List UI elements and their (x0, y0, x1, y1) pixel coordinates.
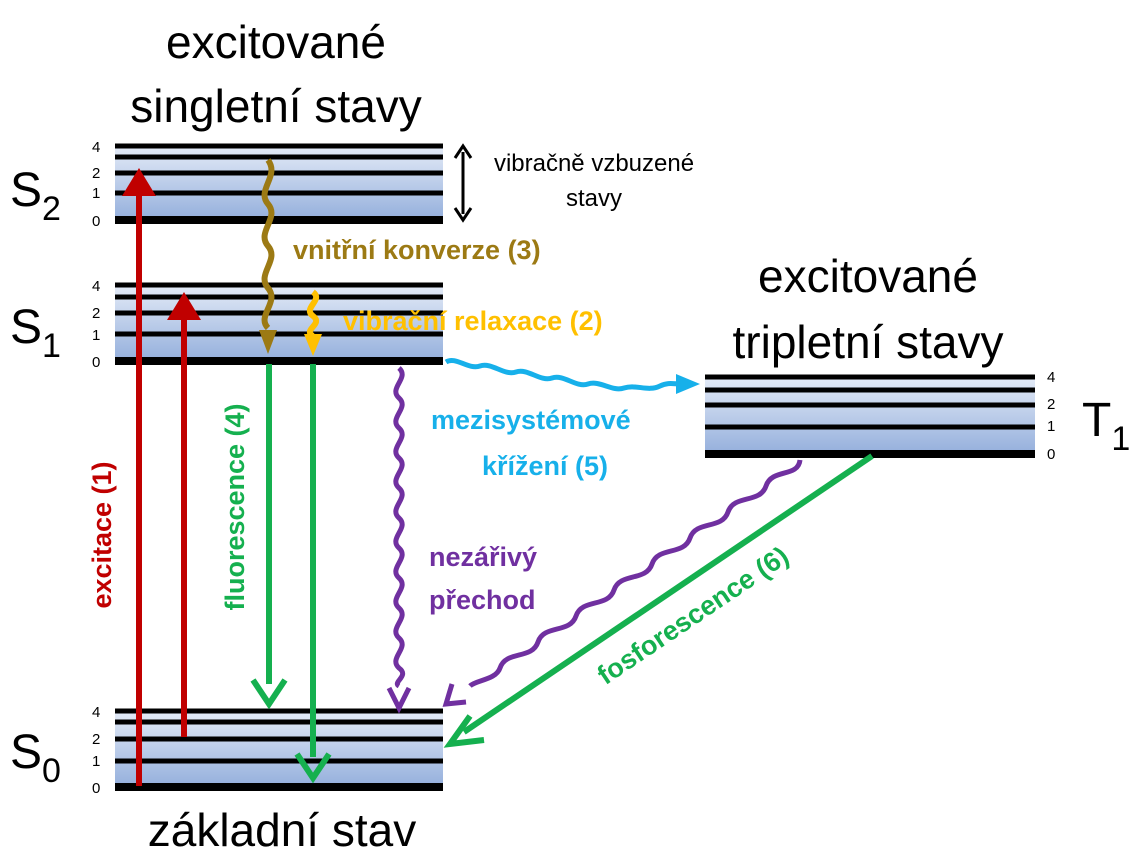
t1-label-4: 4 (1047, 369, 1055, 386)
s2-label-4: 4 (92, 139, 100, 156)
fluorescence-arrowhead-a (250, 678, 288, 710)
s1-label-4: 4 (92, 278, 100, 295)
vibrational-span-arrow (453, 143, 473, 223)
s2-band (115, 143, 443, 224)
t1-state-label: T1 (1082, 394, 1130, 458)
s0-level-labels: 4 2 1 0 (92, 704, 100, 797)
s1-state-label: S1 (10, 301, 61, 365)
s1-label-2: 2 (92, 305, 100, 322)
t1-label-2: 2 (1047, 396, 1055, 413)
excitation-arrowhead-s1 (167, 292, 201, 320)
t1-level-labels: 4 2 1 0 (1047, 369, 1055, 463)
intersystem-crossing-label-line1: mezisystémové (431, 405, 631, 435)
triplet-heading-line1: excitované (758, 250, 978, 302)
s1-label-0: 0 (92, 354, 100, 371)
s1-label-1: 1 (92, 327, 100, 344)
internal-conversion-label: vnitřní konverze (3) (293, 235, 541, 265)
triplet-heading-line2: tripletní stavy (733, 316, 1004, 368)
s0-state-label: S0 (10, 726, 61, 790)
intersystem-crossing-arrowhead (676, 374, 700, 394)
ground-heading: základní stav (148, 804, 416, 856)
excitation-arrows (122, 168, 201, 786)
vibrational-note-line2: stavy (566, 185, 622, 212)
internal-conversion-arrowhead (259, 330, 277, 354)
fluorescence-arrowhead-b (294, 752, 332, 784)
t1-label-0: 0 (1047, 446, 1055, 463)
excitation-label: excitace (1) (87, 461, 117, 608)
fluorescence-arrows (250, 364, 332, 784)
vibrational-relaxation-path (306, 289, 320, 339)
vibrational-relaxation-label: vibrační relaxace (2) (343, 306, 603, 336)
s0-label-4: 4 (92, 704, 100, 721)
s1-level-labels: 4 2 1 0 (92, 278, 100, 371)
t1-label-1: 1 (1047, 418, 1055, 435)
s0-label-1: 1 (92, 753, 100, 770)
vibrational-note-line1: vibračně vzbuzené (494, 150, 694, 177)
vibrational-relaxation-arrowhead (304, 334, 322, 356)
s0-band (115, 708, 443, 791)
s2-label-2: 2 (92, 165, 100, 182)
nonradiative-arrowhead-s1 (386, 686, 412, 714)
phosphorescence-label: fosforescence (6) (592, 541, 794, 691)
phosphorescence-arrow (462, 453, 874, 735)
s2-label-1: 1 (92, 185, 100, 202)
nonradiative-arrowhead-t1 (442, 683, 467, 707)
s0-label-2: 2 (92, 731, 100, 748)
s2-label-0: 0 (92, 213, 100, 230)
phosphorescence-arrowhead (443, 714, 485, 748)
fluorescence-label: fluorescence (4) (220, 403, 250, 610)
t1-band (705, 374, 1035, 458)
singlet-heading-line2: singletní stavy (130, 80, 421, 132)
intersystem-crossing-label-line2: křížení (5) (482, 451, 608, 481)
s2-state-label: S2 (10, 164, 61, 228)
s1-band (115, 282, 443, 365)
intersystem-crossing-path (444, 358, 681, 392)
nonradiative-label-line2: přechod (429, 585, 536, 615)
excitation-arrowhead-s2 (122, 168, 156, 196)
singlet-heading-line1: excitované (166, 16, 386, 68)
s2-level-labels: 4 2 1 0 (92, 139, 100, 230)
internal-conversion-path (261, 158, 275, 331)
nonradiative-label-line1: nezářivý (429, 542, 537, 572)
nonradiative-path-t1 (468, 459, 803, 689)
nonradiative-path-s1 (393, 366, 406, 689)
s0-label-0: 0 (92, 780, 100, 797)
